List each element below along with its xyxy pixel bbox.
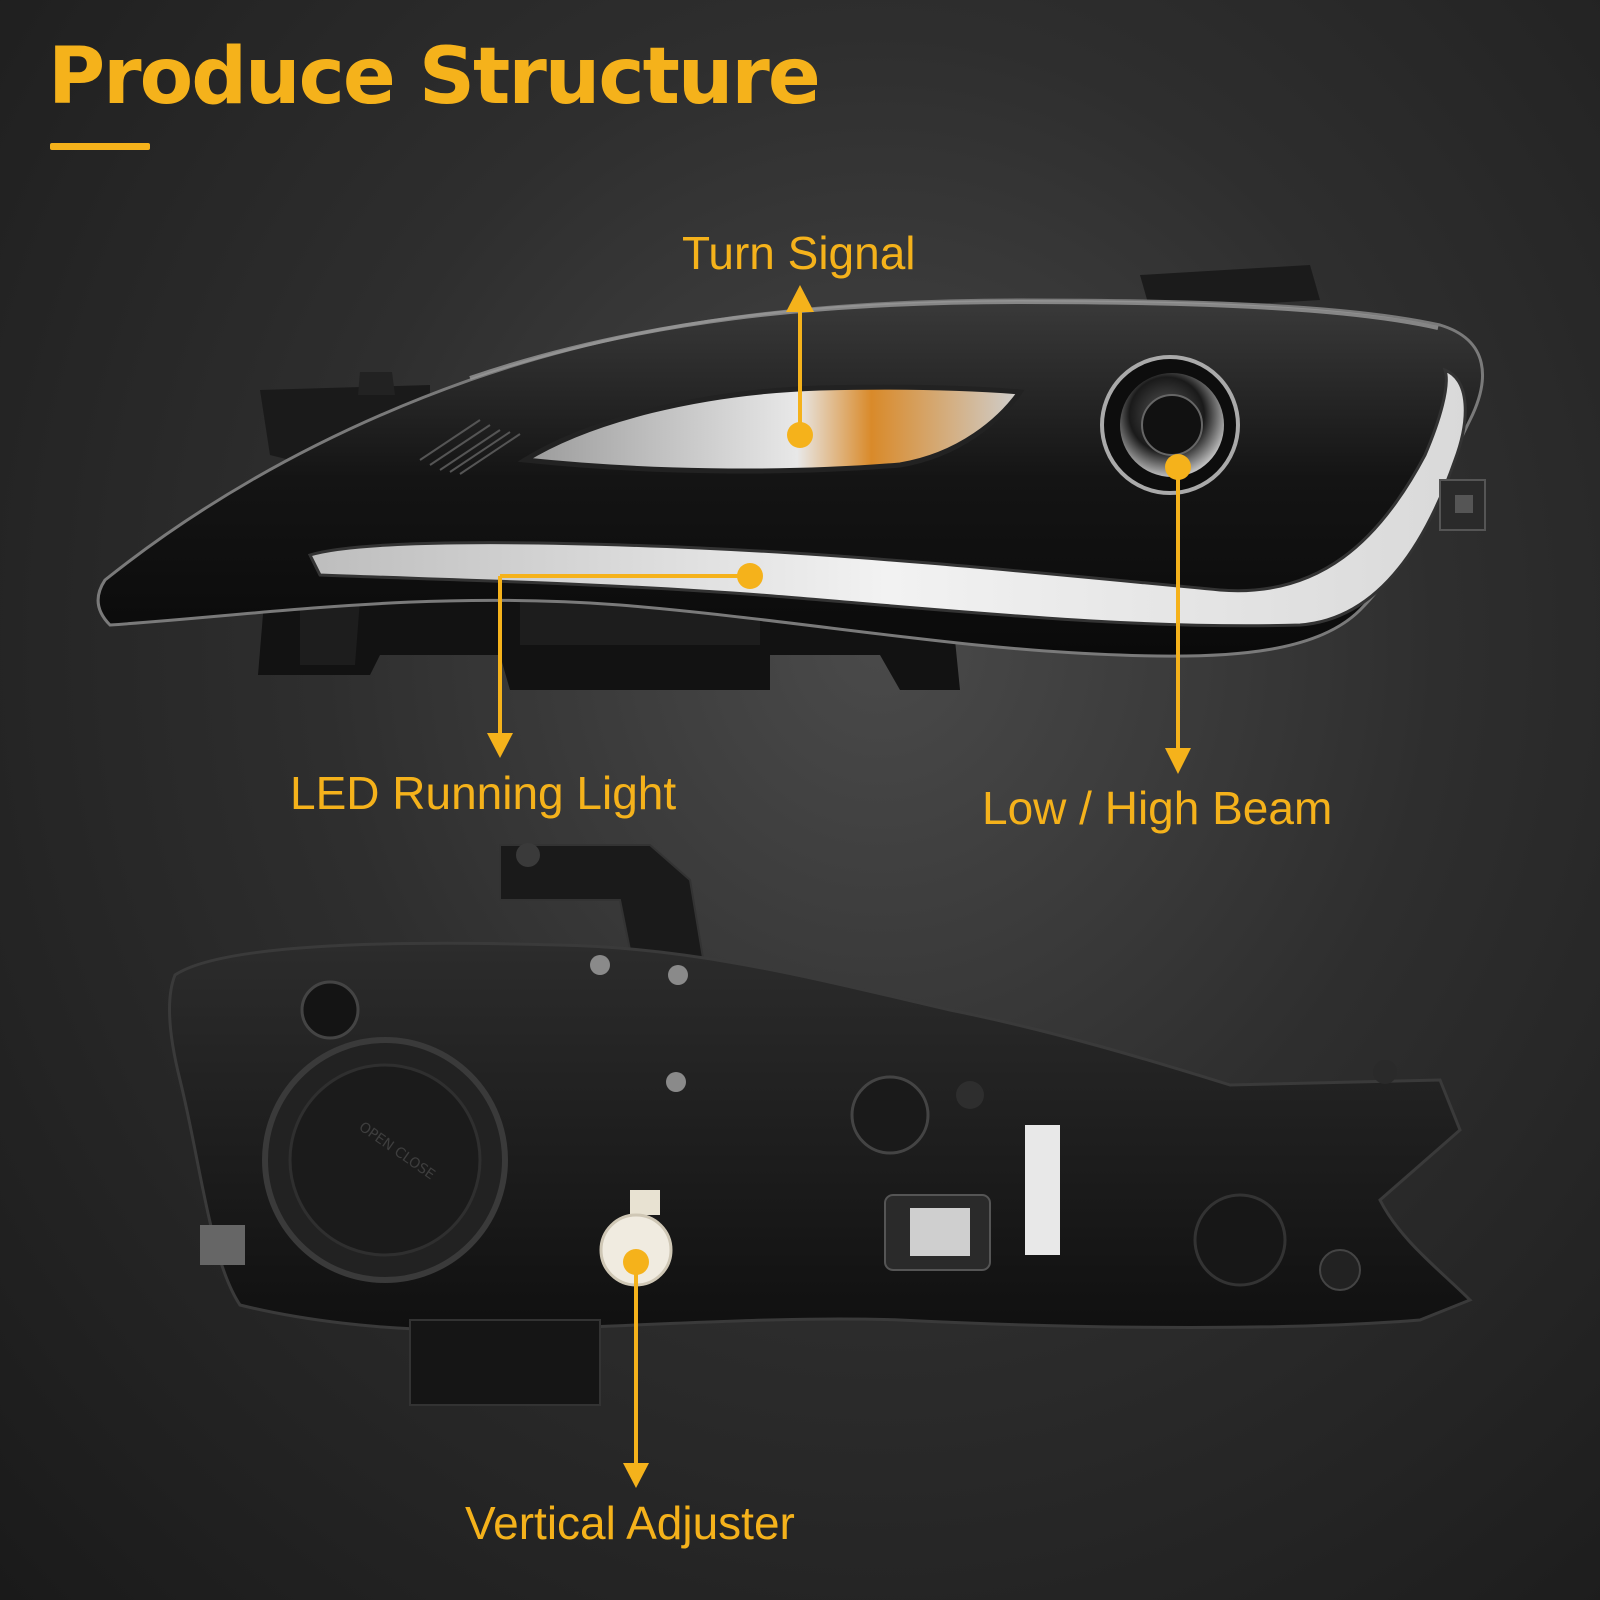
- callout-turn-signal-pointer: [786, 285, 814, 448]
- title-underline: [50, 143, 150, 150]
- headlight-rear-view: OPEN CLOSE: [168, 843, 1473, 1406]
- callout-low-high-beam-pointer: [1165, 454, 1191, 774]
- label-vertical-adjuster: Vertical Adjuster: [465, 1497, 795, 1549]
- callout-vertical-adjuster-pointer: [623, 1249, 649, 1488]
- label-led-running-light: LED Running Light: [290, 767, 677, 819]
- callout-led-running-light-pointer: [487, 563, 763, 758]
- label-low-high-beam: Low / High Beam: [982, 782, 1333, 834]
- page-title: Produce Structure: [48, 32, 821, 122]
- headlight-front-view: [96, 265, 1486, 690]
- label-turn-signal: Turn Signal: [682, 227, 916, 279]
